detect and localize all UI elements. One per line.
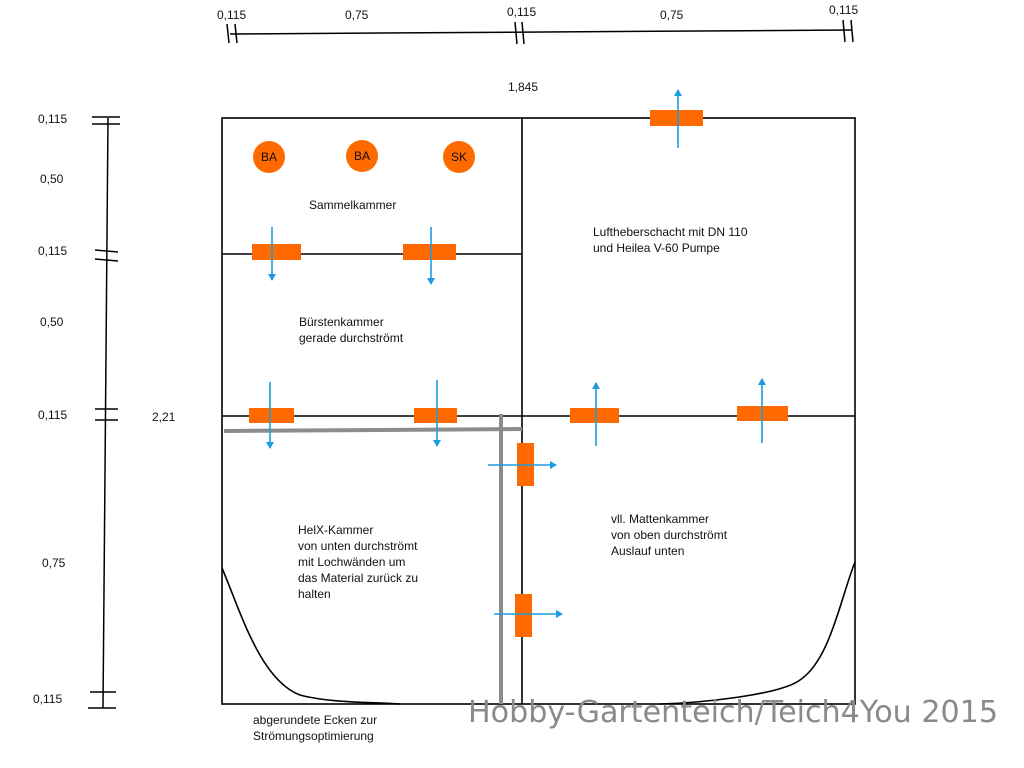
svg-text:BA: BA <box>354 149 370 163</box>
note-line-1: abgerundete Ecken zur <box>253 713 377 727</box>
dim-top-2: 0,75 <box>345 8 369 22</box>
label-matten-3: Auslauf unten <box>611 544 684 558</box>
dim-top-4: 0,75 <box>660 8 684 22</box>
label-matten-2: von oben durchströmt <box>611 528 728 542</box>
label-luftheber-2: und Heilea V-60 Pumpe <box>593 241 720 255</box>
dim-left-3: 0,115 <box>38 244 67 258</box>
label-helx-4: das Material zurück zu <box>298 571 418 585</box>
dim-top-1: 0,115 <box>217 8 246 22</box>
label-matten-1: vll. Mattenkammer <box>611 512 709 526</box>
label-luftheber-1: Luftheberschacht mit DN 110 <box>593 225 748 239</box>
dim-left-2: 0,50 <box>40 172 64 186</box>
label-buerstenkammer-2: gerade durchströmt <box>299 331 404 345</box>
dim-left-4: 0,50 <box>40 315 64 329</box>
orange-openings <box>249 110 788 637</box>
label-buerstenkammer-1: Bürstenkammer <box>299 315 384 329</box>
dim-top-5: 0,115 <box>829 3 858 17</box>
label-sammelkammer: Sammelkammer <box>309 198 396 212</box>
dim-top-3: 0,115 <box>507 5 536 19</box>
watermark: Hobby-Gartenteich/Teich4You 2015 <box>468 695 998 730</box>
dim-total-height: 2,21 <box>152 410 176 424</box>
rounded-corner-curves <box>221 561 856 705</box>
helx-inner-wall <box>223 414 523 704</box>
dim-left-7: 0,115 <box>33 692 62 706</box>
label-helx-2: von unten durchströmt <box>298 539 418 553</box>
label-helx-5: halten <box>298 587 331 601</box>
top-dimension-line <box>226 19 854 45</box>
note-line-2: Strömungsoptimierung <box>253 729 374 743</box>
dim-left-5: 0,115 <box>38 408 67 422</box>
badge-ba-1: BA <box>253 141 285 173</box>
label-helx-1: HelX-Kammer <box>298 523 373 537</box>
svg-text:SK: SK <box>451 150 467 164</box>
svg-text:BA: BA <box>261 150 277 164</box>
dim-left-1: 0,115 <box>38 112 67 126</box>
dim-total-width: 1,845 <box>508 80 538 94</box>
dim-left-6: 0,75 <box>42 556 66 570</box>
badge-sk: SK <box>443 141 475 173</box>
badge-ba-2: BA <box>346 140 378 172</box>
label-helx-3: mit Lochwänden um <box>298 555 405 569</box>
left-dimension-line <box>88 116 120 709</box>
flow-arrows <box>266 89 766 618</box>
